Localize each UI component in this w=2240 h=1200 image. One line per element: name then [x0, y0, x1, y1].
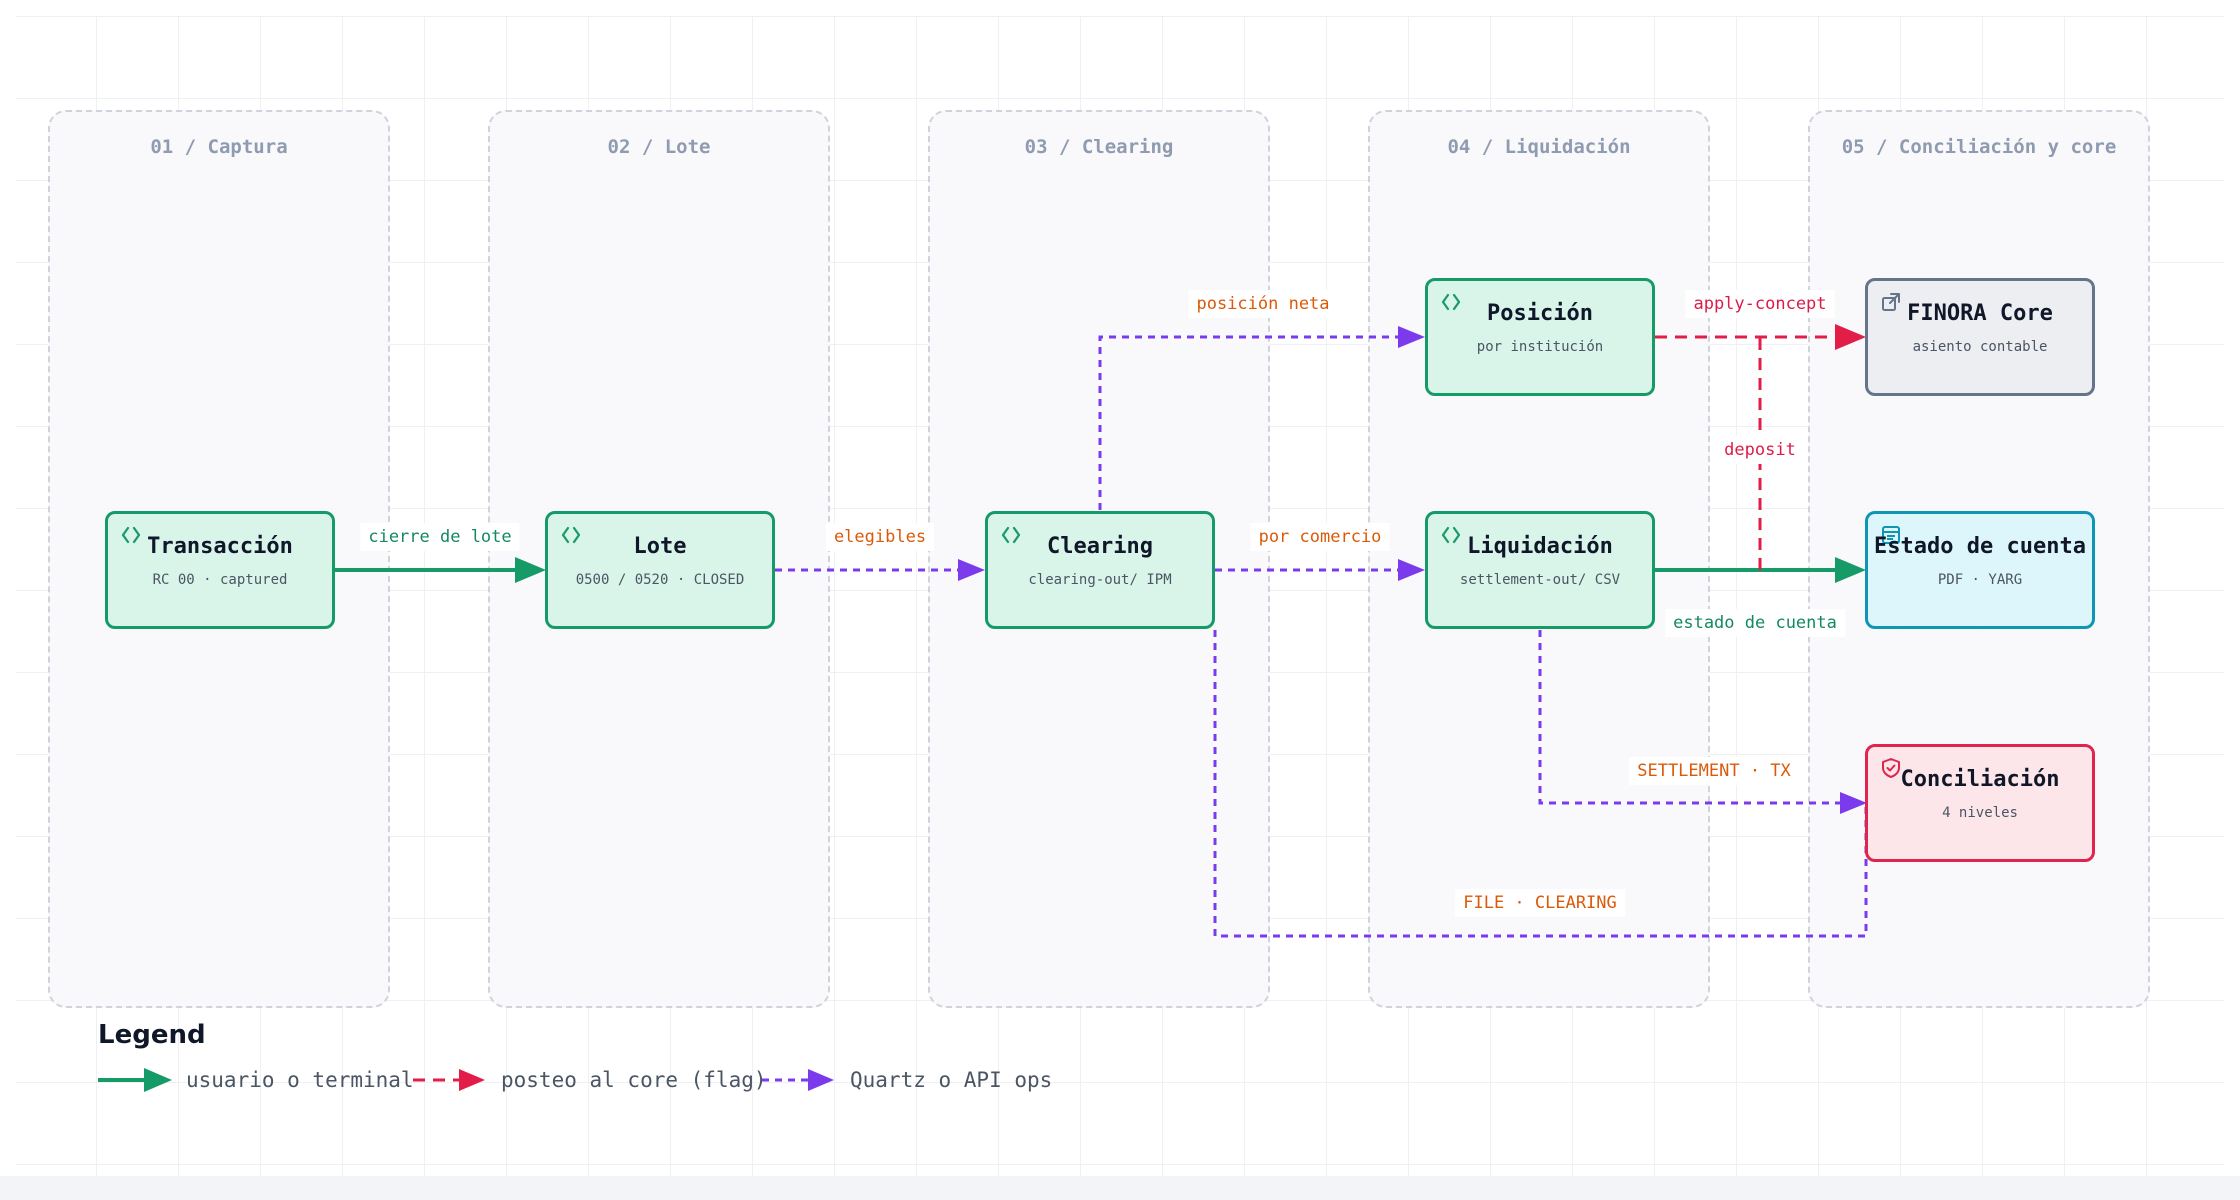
arrowhead-green	[1835, 557, 1866, 583]
node-subtitle: por institución	[1476, 339, 1604, 355]
code-icon	[1441, 293, 1461, 311]
edge-label-apply-concept: apply-concept	[1685, 290, 1835, 318]
lane-title: 01 / Captura	[150, 136, 288, 158]
node-subtitle: 4 niveles	[1942, 805, 2018, 821]
lane-title: 04 / Liquidación	[1447, 136, 1631, 158]
code-icon	[1441, 526, 1461, 544]
node-estado-de-cuenta[interactable]: Estado de cuenta PDF · YARG	[1865, 511, 2095, 629]
node-subtitle: RC 00 · captured	[152, 572, 288, 588]
code-icon	[561, 526, 581, 544]
lane-title: 02 / Lote	[607, 136, 711, 158]
node-subtitle: PDF · YARG	[1937, 572, 2023, 588]
node-subtitle: 0500 / 0520 · CLOSED	[575, 572, 745, 588]
legend-label: Quartz o API ops	[850, 1068, 1053, 1092]
node-title: FINORA Core	[1907, 301, 2053, 326]
arrowhead-purple	[1840, 792, 1867, 814]
arrowhead-red	[1835, 324, 1866, 350]
edge-label-elegibles: elegibles	[825, 523, 935, 551]
code-icon	[121, 526, 141, 544]
code-icon	[1001, 526, 1021, 544]
edge-label-file-clearing: FILE · CLEARING	[1455, 889, 1625, 917]
document-icon	[1882, 526, 1900, 544]
node-title: Clearing	[1047, 534, 1153, 559]
node-title: Posición	[1487, 301, 1593, 326]
external-link-icon	[1882, 293, 1900, 311]
edge-label-cierre-de-lote: cierre de lote	[360, 523, 520, 551]
node-subtitle: settlement-out/ CSV	[1459, 572, 1621, 588]
node-clearing[interactable]: Clearing clearing-out/ IPM	[985, 511, 1215, 629]
footer-strip	[0, 1176, 2240, 1200]
legend-item-quartz: Quartz o API ops	[762, 1064, 1102, 1096]
node-title: Conciliación	[1900, 767, 2060, 792]
arrowhead-purple	[1398, 326, 1425, 348]
node-title: Lote	[633, 534, 687, 559]
node-title: Estado de cuenta	[1874, 534, 2086, 559]
node-liquidacion[interactable]: Liquidación settlement-out/ CSV	[1425, 511, 1655, 629]
node-conciliacion[interactable]: Conciliación 4 niveles	[1865, 744, 2095, 862]
legend-title: Legend	[98, 1020, 206, 1050]
edge-label-por-comercio: por comercio	[1250, 523, 1390, 551]
edge-label-deposit: deposit	[1716, 436, 1804, 464]
edge-label-settlement-tx: SETTLEMENT · TX	[1629, 757, 1799, 785]
legend-swatch-dashed-red	[413, 1069, 485, 1091]
node-transaccion[interactable]: Transacción RC 00 · captured	[105, 511, 335, 629]
legend-label: posteo al core (flag)	[501, 1068, 767, 1092]
node-title: Liquidación	[1467, 534, 1613, 559]
shield-icon	[1882, 758, 1900, 778]
lane-title: 05 / Conciliación y core	[1841, 136, 2117, 158]
legend-label: usuario o terminal	[186, 1068, 414, 1092]
arrowhead-purple	[958, 559, 985, 581]
node-finora-core[interactable]: FINORA Core asiento contable	[1865, 278, 2095, 396]
arrowhead-green	[515, 557, 546, 583]
lane-title: 03 / Clearing	[1024, 136, 1174, 158]
node-title: Transacción	[147, 534, 293, 559]
node-subtitle: clearing-out/ IPM	[1028, 572, 1172, 588]
edge-posicion-neta	[1098, 335, 1398, 510]
node-posicion[interactable]: Posición por institución	[1425, 278, 1655, 396]
legend-swatch-dotted-purple	[762, 1069, 834, 1091]
edge-label-estado-de-cuenta: estado de cuenta	[1665, 609, 1845, 637]
node-lote[interactable]: Lote 0500 / 0520 · CLOSED	[545, 511, 775, 629]
edge-label-posicion-neta: posición neta	[1188, 290, 1338, 318]
legend-swatch-solid-green	[98, 1068, 172, 1092]
node-subtitle: asiento contable	[1912, 339, 2048, 355]
legend-item-usuario: usuario o terminal	[98, 1064, 418, 1096]
legend: Legend usuario o terminal posteo al core…	[98, 1020, 1198, 1100]
arrowhead-purple	[1398, 559, 1425, 581]
edge-settlement-tx	[1538, 630, 1840, 805]
legend-item-posteo: posteo al core (flag)	[413, 1064, 793, 1096]
